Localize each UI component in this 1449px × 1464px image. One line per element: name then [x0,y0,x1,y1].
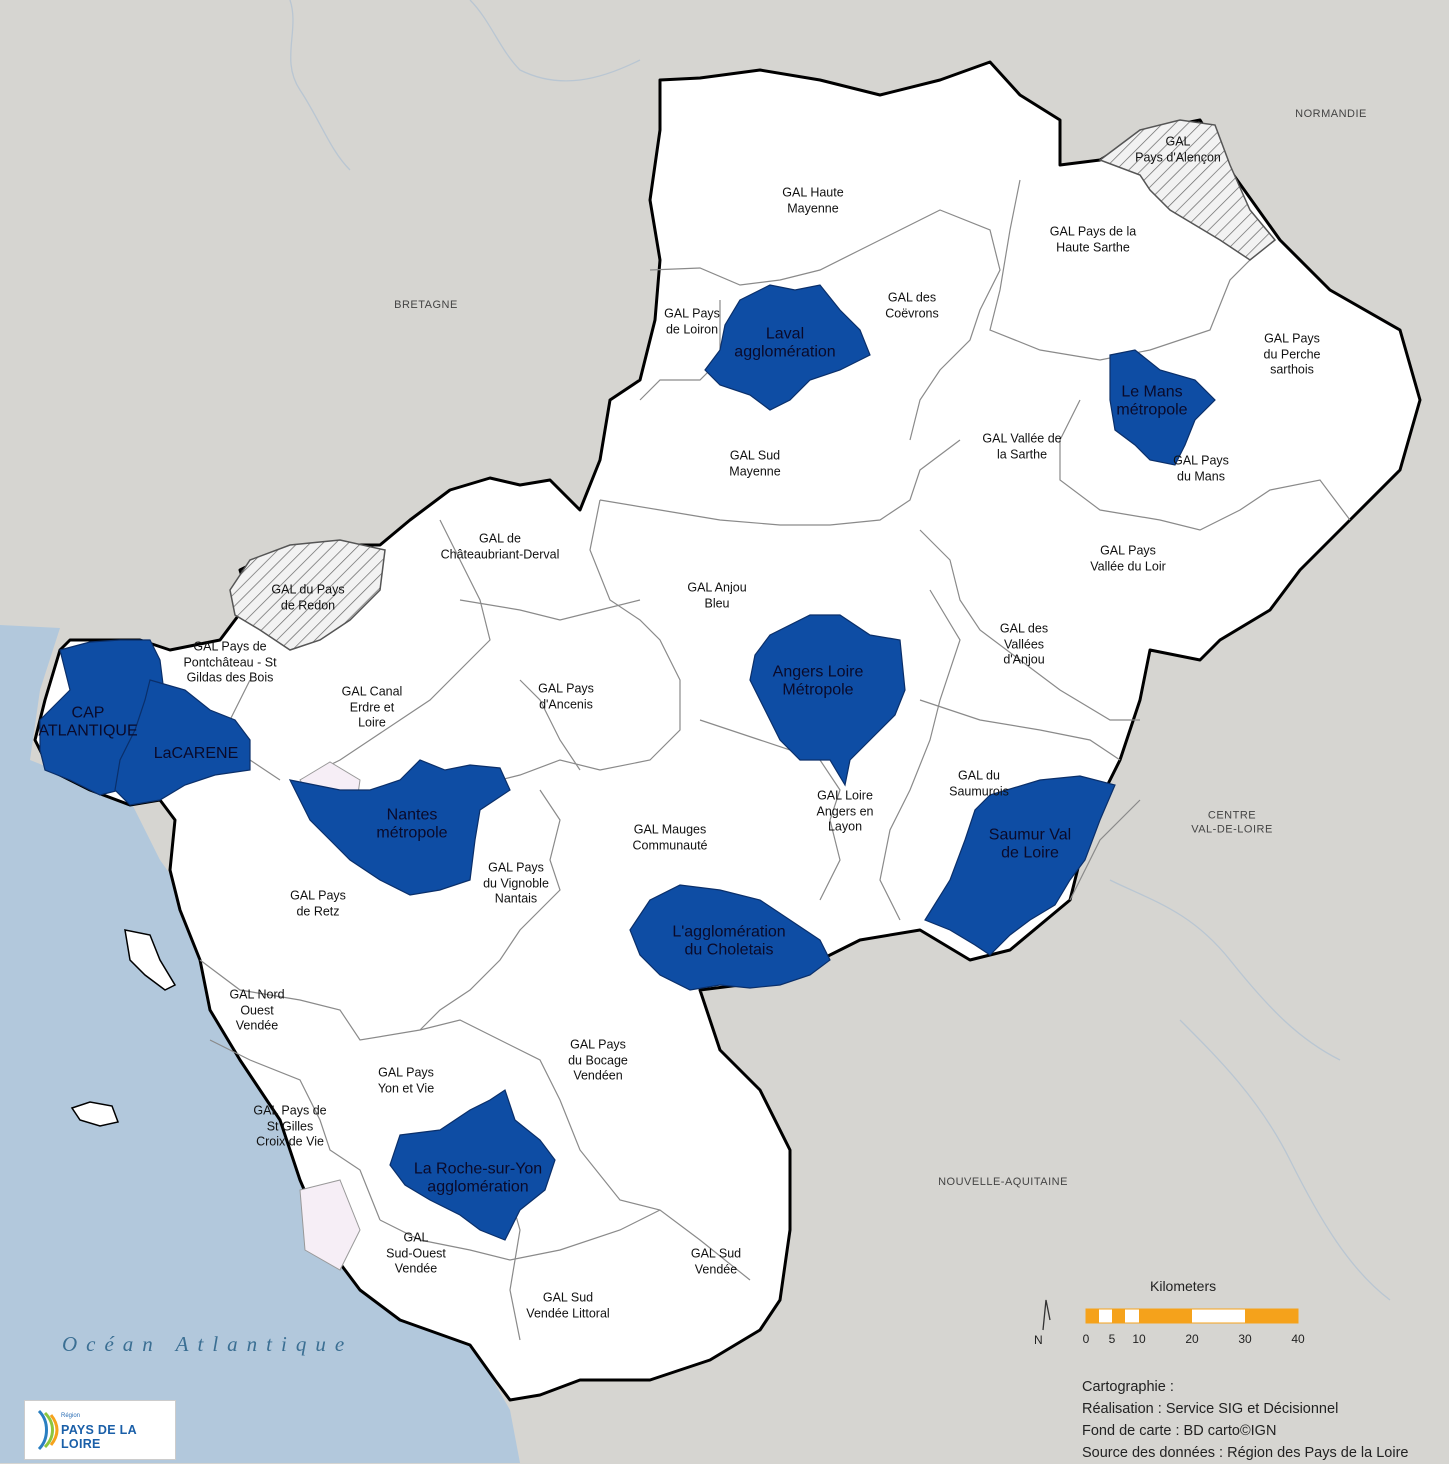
agglo-label-la-roche: La Roche-sur-Yon agglomération [413,1160,543,1196]
scale-tick: 20 [1185,1332,1199,1346]
region-label-nouvelle-aquitaine: NOUVELLE-AQUITAINE [938,1176,1068,1189]
scale-tick: 0 [1082,1332,1090,1346]
gal-label-sud-ouest-vendee: GAL Sud-Ouest Vendée [386,1230,446,1276]
logo-region-name: PAYS DE LA LOIRE [61,1423,137,1451]
agglo-label-angers: Angers Loire Métropole [772,663,864,699]
agglo-shape-angers [749,614,906,787]
logo-swoosh-icon [37,1409,59,1451]
region-label-bretagne: BRETAGNE [394,299,458,312]
agglo-shape-saumur [924,775,1116,956]
region-logo: Région PAYS DE LA LOIRE [24,1400,176,1460]
gal-label-sud-vendee: GAL Sud Vendée [690,1246,742,1276]
agglo-shape-lacarene [114,679,251,806]
gal-label-canal-erdre: GAL Canal Erdre et Loire [341,684,403,730]
region-label-centre: CENTRE VAL-DE-LOIRE [1191,809,1273,835]
agglo-label-lacarene: LaCARENE [153,744,239,762]
region-label-normandie: NORMANDIE [1295,108,1367,121]
gal-label-chateaubriant: GAL de Châteaubriant-Derval [440,531,560,561]
gal-label-bocage-vendeen: GAL Pays du Bocage Vendéen [568,1037,628,1083]
gal-label-pays-alencon: GAL Pays d'Alençon [1135,134,1221,164]
scale-tick: 40 [1291,1332,1305,1346]
agglo-shape-cholet [629,884,831,991]
rivers [289,0,1391,1301]
agglo-label-laval: Laval agglomération [734,325,836,361]
gal-label-sud-vendee-littoral: GAL Sud Vendée Littoral [526,1290,610,1320]
pale-zone-2 [299,1179,361,1271]
credits-line: Fond de carte : BD carto©IGN [1082,1423,1277,1439]
gal-label-perche-sarthois: GAL Pays du Perche sarthois [1263,331,1321,377]
credits-line: Source des données : Région des Pays de … [1082,1445,1409,1461]
hatched-gal-redon [229,539,386,651]
agglo-shape-le-mans [1109,349,1216,466]
gal-label-pays-de-redon: GAL du Pays de Redon [271,582,345,612]
scale-tick: 5 [1108,1332,1116,1346]
agglo-label-cap-atlantique: CAP ATLANTIQUE [38,704,138,740]
north-arrow-icon [1042,1299,1051,1331]
island-yeu [70,1101,120,1127]
gal-label-nord-ouest-vendee: GAL Nord Ouest Vendée [229,987,285,1033]
gal-label-vallees-anjou: GAL des Vallées d'Anjou [999,621,1049,667]
agglo-shape-la-roche [389,1089,556,1241]
hatched-gal-alencon [1098,119,1277,261]
scale-tick: 10 [1132,1332,1146,1346]
scale-tick: 30 [1238,1332,1252,1346]
scale-title: Kilometers [1150,1278,1217,1294]
gal-label-st-gilles: GAL Pays de St Gilles Croix de Vie [253,1103,327,1149]
scale-bar [1085,1308,1299,1324]
gal-label-pays-du-mans: GAL Pays du Mans [1173,453,1229,483]
island-noirmoutier [124,929,177,991]
gal-label-mauges: GAL Mauges Communauté [632,822,708,852]
gal-label-vallee-du-loir: GAL Pays Vallée du Loir [1090,543,1166,573]
gal-label-loire-angers-layon: GAL Loire Angers en Layon [816,788,874,834]
agglo-shape-laval [704,284,871,411]
gal-label-pays-de-loiron: GAL Pays de Loiron [664,306,720,336]
credits-line: Cartographie : [1082,1379,1174,1395]
north-label: N [1034,1333,1043,1347]
gal-label-anjou-bleu: GAL Anjou Bleu [687,580,747,610]
gal-boundaries [199,179,1351,1341]
gal-label-pontchateau: GAL Pays de Pontchâteau - St Gildas des … [183,639,277,685]
credits-line: Réalisation : Service SIG et Décisionnel [1082,1401,1339,1417]
ocean-label: Océan Atlantique [62,1332,354,1356]
gal-label-saumurois: GAL du Saumurois [949,768,1009,798]
agglo-shape-nantes [288,759,511,896]
logo-region-label: Région [61,1413,81,1419]
gal-label-coevrons: GAL des Coëvrons [885,290,939,320]
agglo-label-saumur: Saumur Val de Loire [988,826,1072,862]
gal-label-ancenis: GAL Pays d'Ancenis [538,681,594,711]
ocean-area [0,625,520,1463]
gal-label-vallee-sarthe: GAL Vallée de la Sarthe [982,431,1062,461]
agglo-label-le-mans: Le Mans métropole [1116,383,1188,419]
credits-block: Cartographie : Réalisation : Service SIG… [1082,1376,1408,1464]
agglo-label-nantes: Nantes métropole [376,806,448,842]
gal-label-pays-de-retz: GAL Pays de Retz [290,888,346,918]
gal-label-haute-mayenne: GAL Haute Mayenne [782,185,844,215]
gal-label-haute-sarthe: GAL Pays de la Haute Sarthe [1049,224,1137,254]
gal-label-vignoble-nantais: GAL Pays du Vignoble Nantais [483,860,549,906]
gal-label-sud-mayenne: GAL Sud Mayenne [729,448,781,478]
gal-label-yon-et-vie: GAL Pays Yon et Vie [377,1065,435,1095]
agglo-label-cholet: L'agglomération du Choletais [672,923,786,959]
